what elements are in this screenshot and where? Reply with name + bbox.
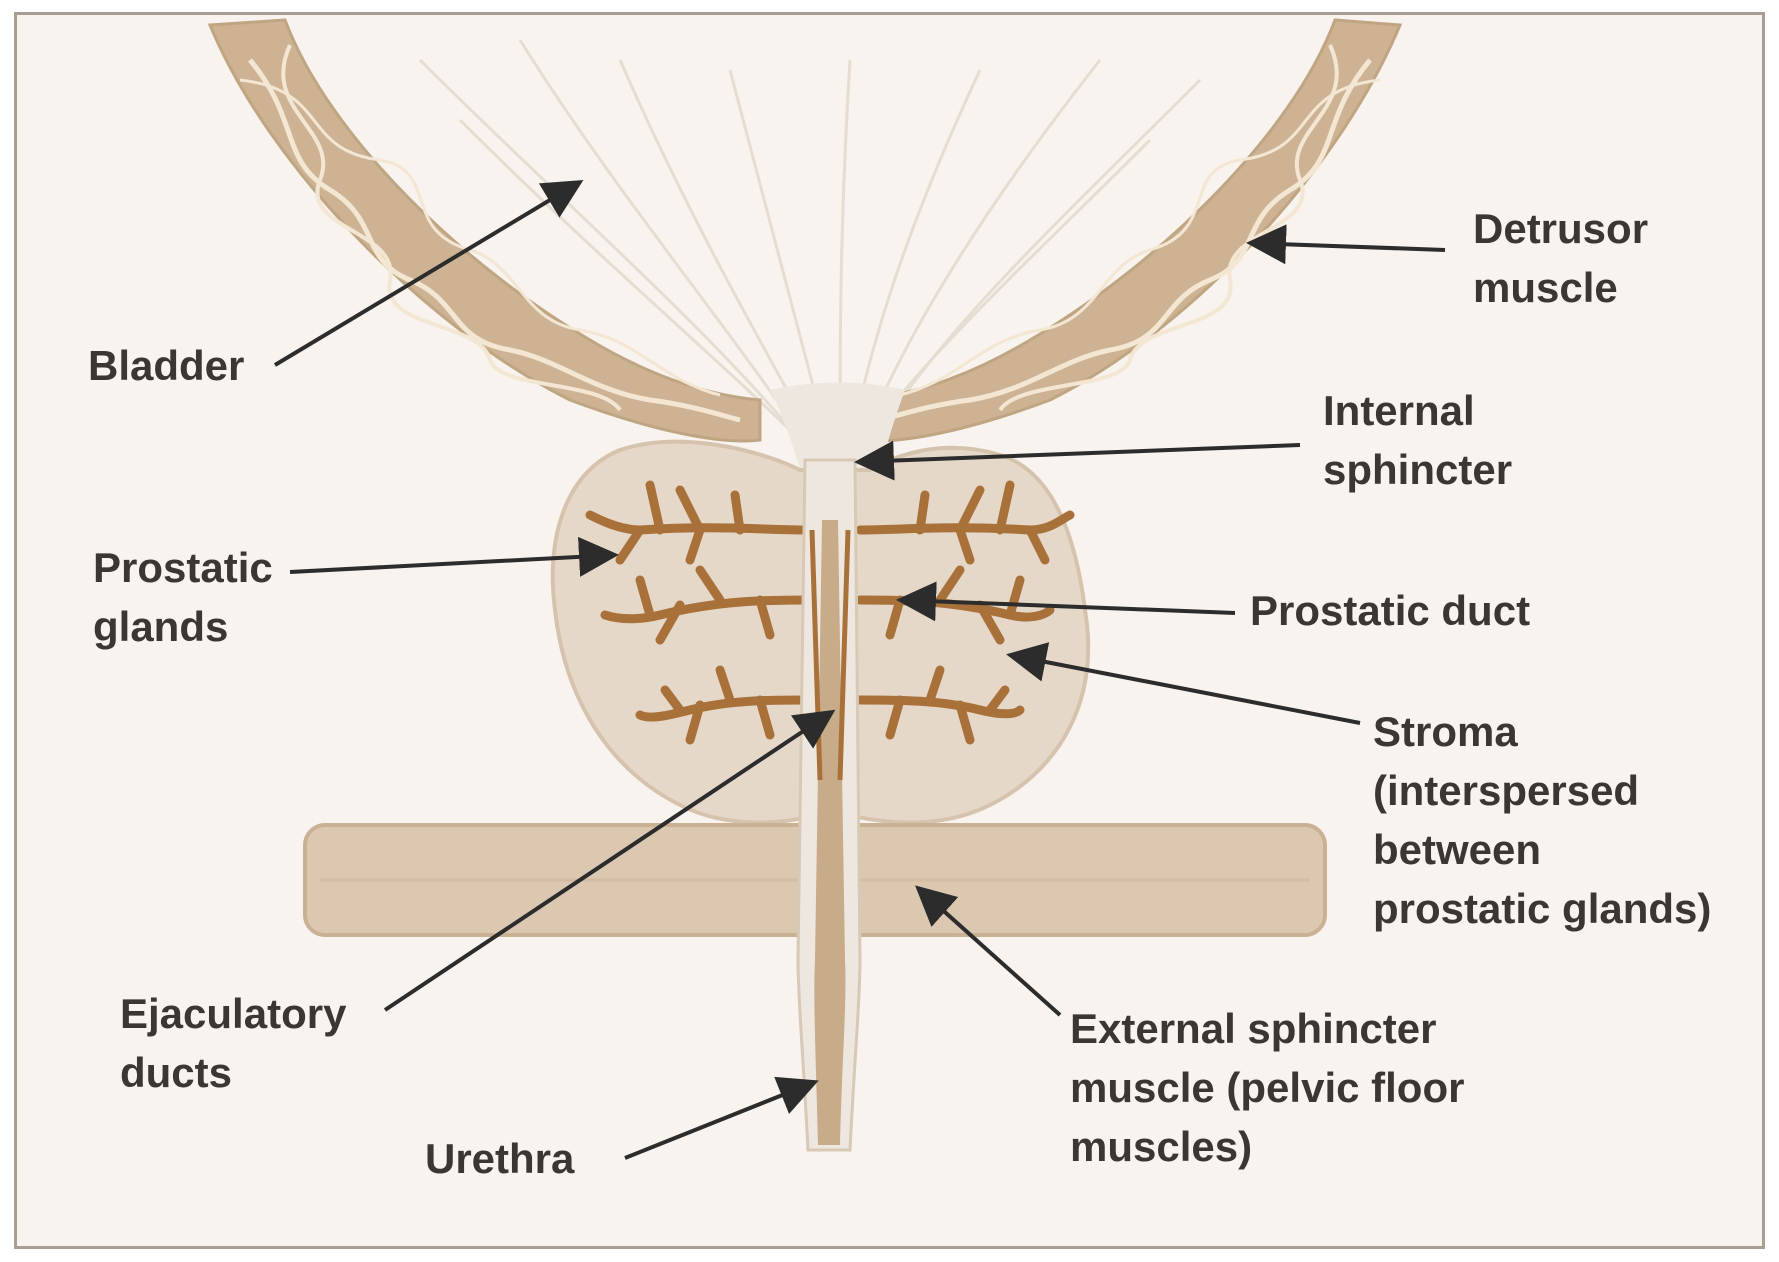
label-external-line1: External sphincter — [1070, 1005, 1436, 1052]
label-stroma-line3: between — [1373, 826, 1541, 873]
label-internal-line1: Internal — [1323, 387, 1475, 434]
label-detrusor-line2: muscle — [1473, 264, 1618, 311]
detrusor-right — [860, 20, 1400, 441]
label-prostatic-glands-line2: glands — [93, 603, 228, 650]
label-external-line3: muscles) — [1070, 1123, 1252, 1170]
label-detrusor-line1: Detrusor — [1473, 205, 1648, 252]
label-internal-line2: sphincter — [1323, 446, 1512, 493]
label-stroma-line2: (interspersed — [1373, 767, 1639, 814]
arrow-urethra — [625, 1082, 815, 1158]
label-prostatic-glands-line1: Prostatic — [93, 544, 273, 591]
label-stroma-line1: Stroma — [1373, 708, 1518, 755]
label-external-line2: muscle (pelvic floor — [1070, 1064, 1464, 1111]
urethra — [798, 460, 860, 1150]
label-urethra: Urethra — [425, 1135, 575, 1182]
label-bladder: Bladder — [88, 342, 244, 389]
label-stroma-line4: prostatic glands) — [1373, 885, 1711, 932]
label-ejaculatory-line2: ducts — [120, 1049, 232, 1096]
label-ejaculatory-line1: Ejaculatory — [120, 990, 347, 1037]
label-prostatic-duct: Prostatic duct — [1250, 587, 1530, 634]
detrusor-left — [210, 20, 760, 441]
arrow-detrusor — [1250, 243, 1445, 250]
